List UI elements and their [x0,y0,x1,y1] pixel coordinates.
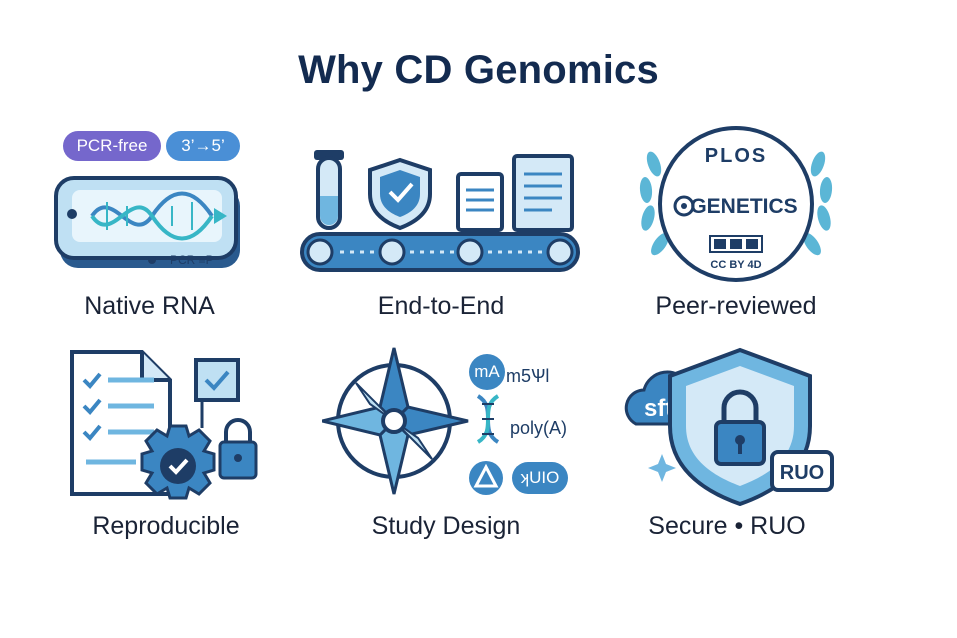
device-text: PCR ≡P [170,253,214,267]
pipeline-conveyor-icon [300,150,580,272]
card-label-end-to-end: End-to-End [377,292,505,320]
mod-badge-ma: mA [469,354,505,390]
recycle-badge-icon [469,461,503,495]
dna-helix-icon [476,394,500,444]
card-label-reproducible: Reproducible [92,512,240,540]
modification-text: m5Ѱl [506,366,549,386]
compass-design-icon [322,347,469,495]
checklist-gear-lock-icon [70,350,258,500]
poly-a-text: poly(A) [510,418,567,438]
page-title: Why CD Genomics [298,48,659,92]
nanopore-device-icon: PCR ≡P [54,176,240,268]
seal-main-text: GENETICS [690,195,797,218]
card-label-peer-reviewed: Peer-reviewed [655,292,817,320]
card-label-native-rna: Native RNA [84,292,215,320]
seal-top-text: PLOS [705,145,767,167]
svg-text:m5Ѱl: m5Ѱl [506,366,549,386]
card-label-secure-ruo: Secure • RUO [648,512,806,540]
card-label-study-design: Study Design [371,512,521,540]
seal-bottom-text: CC BY 4D [710,259,761,271]
direction-badge: 3’→5’ [166,131,240,161]
mod-badge-uio: ʞUIO [512,462,568,494]
journal-seal-icon: PLOS GENETICS CC BY 4D [639,126,833,282]
pcr-free-badge: PCR-free [63,131,161,161]
svg-text:poly(A): poly(A) [510,418,567,438]
ruo-badge-text: RUO [780,462,824,484]
secure-shield-icon: sftp RUO [624,347,834,506]
